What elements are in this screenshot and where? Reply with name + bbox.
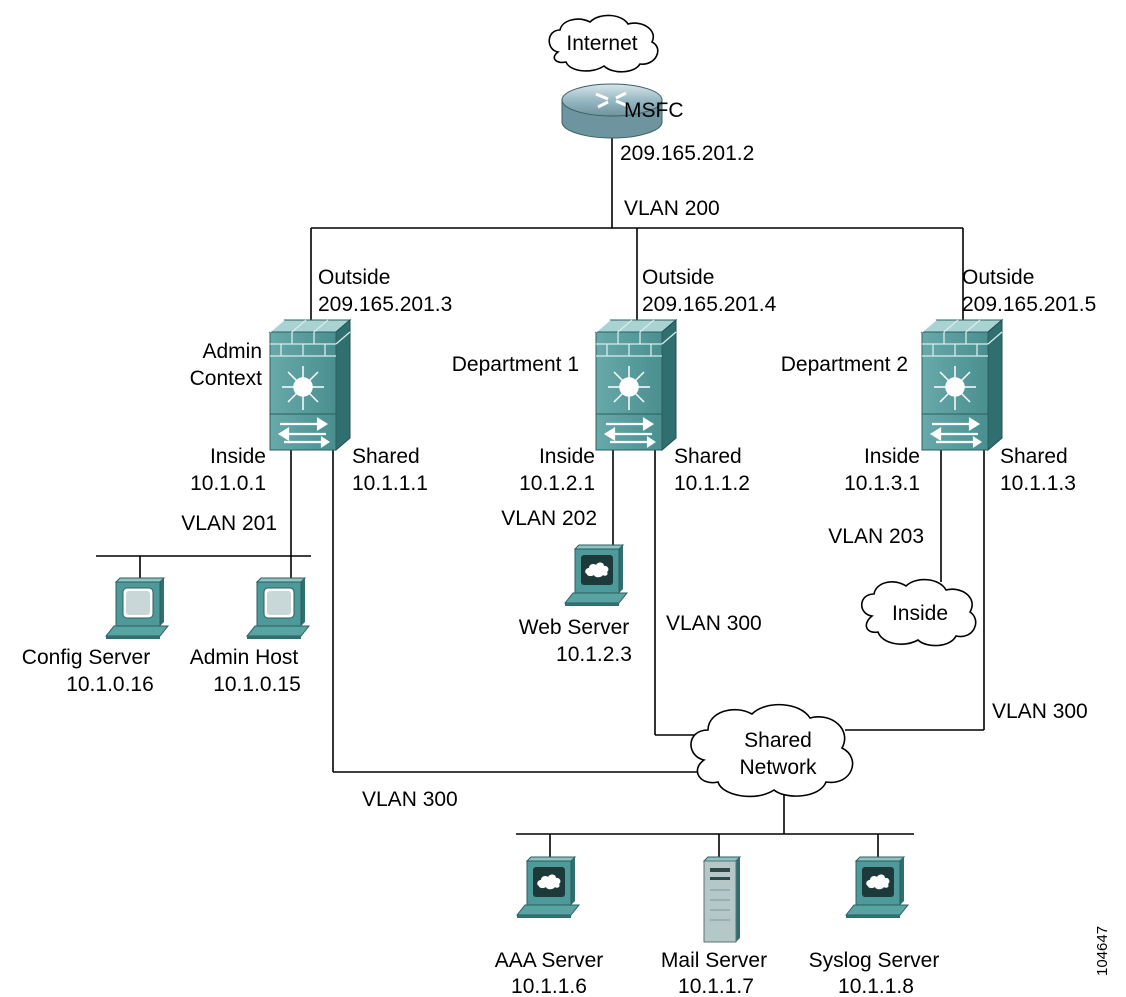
department-2-firewall-icon bbox=[920, 318, 1004, 452]
dept2-inside-label: Inside bbox=[864, 445, 920, 468]
dept1-inside-label: Inside bbox=[539, 445, 595, 468]
aaa-server-icon bbox=[516, 856, 580, 919]
shared-network-cloud: Shared Network bbox=[690, 703, 854, 798]
dept1-shared-ip: 10.1.1.2 bbox=[674, 472, 750, 495]
vlan-200-label: VLAN 200 bbox=[624, 197, 720, 220]
admin-outside-label: Outside bbox=[318, 266, 390, 289]
vlan-300-dept1-label: VLAN 300 bbox=[666, 612, 762, 635]
dept1-shared-label: Shared bbox=[674, 445, 742, 468]
admin-host-icon bbox=[246, 577, 310, 640]
inside-cloud: Inside bbox=[860, 578, 977, 647]
dept2-shared-ip: 10.1.1.3 bbox=[1000, 472, 1076, 495]
dept1-name: Department 1 bbox=[452, 353, 579, 376]
dept2-inside-ip: 10.1.3.1 bbox=[844, 472, 920, 495]
router-ip: 209.165.201.2 bbox=[620, 142, 754, 165]
mail-server-ip: 10.1.1.7 bbox=[678, 975, 754, 997]
dept2-shared-label: Shared bbox=[1000, 445, 1068, 468]
shared-network-label-2: Network bbox=[739, 756, 817, 779]
syslog-server-name: Syslog Server bbox=[809, 949, 940, 972]
web-server-name: Web Server bbox=[519, 616, 630, 639]
web-server-icon bbox=[564, 544, 628, 607]
router-name: MSFC bbox=[624, 99, 684, 122]
admin-host-ip: 10.1.0.15 bbox=[213, 673, 301, 696]
vlan-300-dept2-label: VLAN 300 bbox=[992, 700, 1088, 723]
msfc-router-icon bbox=[561, 83, 663, 139]
admin-shared-label: Shared bbox=[352, 445, 420, 468]
admin-outside-ip: 209.165.201.3 bbox=[318, 293, 452, 316]
dept2-name: Department 2 bbox=[781, 353, 908, 376]
mail-server-icon bbox=[702, 856, 742, 943]
syslog-server-ip: 10.1.1.8 bbox=[838, 975, 914, 997]
vlan-203-label: VLAN 203 bbox=[828, 525, 924, 548]
config-server-name: Config Server bbox=[22, 646, 150, 669]
config-server-ip: 10.1.0.16 bbox=[66, 673, 154, 696]
admin-inside-label: Inside bbox=[210, 445, 266, 468]
mail-server-name: Mail Server bbox=[661, 949, 767, 972]
internet-cloud: Internet bbox=[548, 14, 659, 73]
dept1-outside-label: Outside bbox=[642, 266, 714, 289]
aaa-server-name: AAA Server bbox=[495, 949, 604, 972]
web-server-ip: 10.1.2.3 bbox=[556, 643, 632, 666]
inside-cloud-label: Inside bbox=[892, 602, 948, 625]
admin-context-name-2: Context bbox=[190, 367, 263, 390]
vlan-201-label: VLAN 201 bbox=[181, 512, 277, 535]
dept2-outside-label: Outside bbox=[962, 266, 1034, 289]
admin-shared-ip: 10.1.1.1 bbox=[352, 472, 428, 495]
wires bbox=[96, 135, 985, 857]
shared-network-label-1: Shared bbox=[744, 729, 812, 752]
vlan-300-admin-label: VLAN 300 bbox=[362, 788, 458, 811]
internet-label: Internet bbox=[566, 32, 637, 55]
aaa-server-ip: 10.1.1.6 bbox=[511, 975, 587, 997]
dept1-outside-ip: 209.165.201.4 bbox=[642, 293, 777, 316]
vlan-202-label: VLAN 202 bbox=[501, 507, 597, 530]
admin-host-name: Admin Host bbox=[190, 646, 299, 669]
dept1-inside-ip: 10.1.2.1 bbox=[519, 472, 595, 495]
dept2-outside-ip: 209.165.201.5 bbox=[962, 293, 1096, 316]
admin-inside-ip: 10.1.0.1 bbox=[190, 472, 266, 495]
config-server-icon bbox=[105, 577, 169, 640]
admin-context-name-1: Admin bbox=[202, 340, 262, 363]
syslog-server-icon bbox=[845, 856, 909, 919]
admin-context-firewall-icon bbox=[268, 318, 352, 452]
figure-id: 104647 bbox=[1094, 926, 1111, 976]
department-1-firewall-icon bbox=[594, 318, 678, 452]
